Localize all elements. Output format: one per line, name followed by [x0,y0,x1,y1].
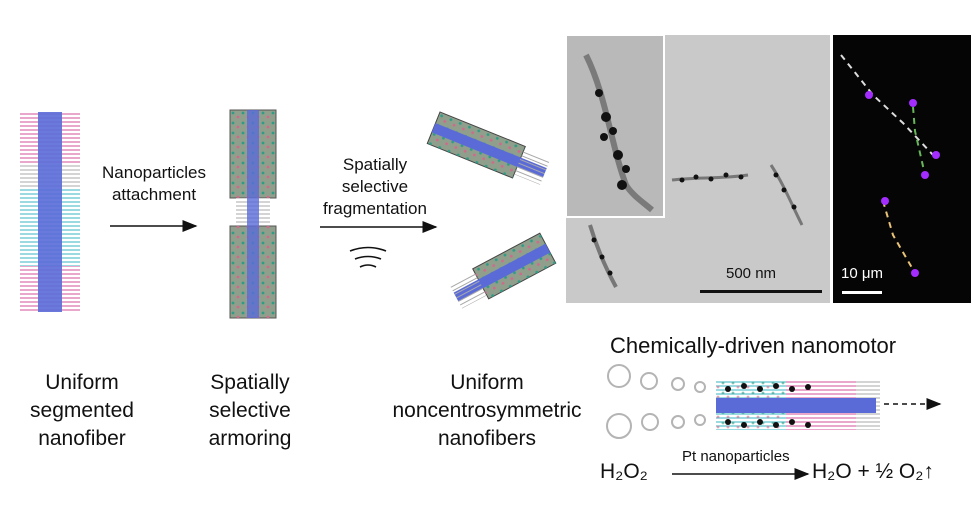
noncentrosymmetric-fragment-top [426,111,550,185]
step1-label: Nanoparticles attachment [102,163,206,204]
stage3-label: Uniform noncentrosymmetric nanofibers [392,371,582,450]
stage2-label: Spatially selective armoring [208,371,292,450]
reactant-label: H₂O₂ [600,460,648,483]
nanomotor-title: Chemically-driven nanomotor [610,333,897,358]
armored-nanofiber [229,109,277,319]
segmented-nanofiber [20,112,80,312]
bubbles [606,364,706,439]
product-label: H₂O + ½ O₂↑ [812,460,934,483]
tem-scale-label: 500 nm [726,265,777,282]
fluorescence-micrograph: 10 μm [833,35,971,303]
catalyst-label: Pt nanoparticles [682,448,790,465]
tem-micrograph: 500 nm [566,35,830,303]
tem-scale-bar [700,290,822,293]
nanomotor-fiber [716,380,880,430]
noncentrosymmetric-fragment-bottom [449,232,557,309]
fluor-scale-label: 10 μm [841,265,883,282]
stage1-label: Uniform segmented nanofiber [30,371,134,450]
ultrasound-icon [349,246,387,268]
fluor-scale-bar [842,291,882,294]
step2-label: Spatially selective fragmentation [323,155,427,218]
